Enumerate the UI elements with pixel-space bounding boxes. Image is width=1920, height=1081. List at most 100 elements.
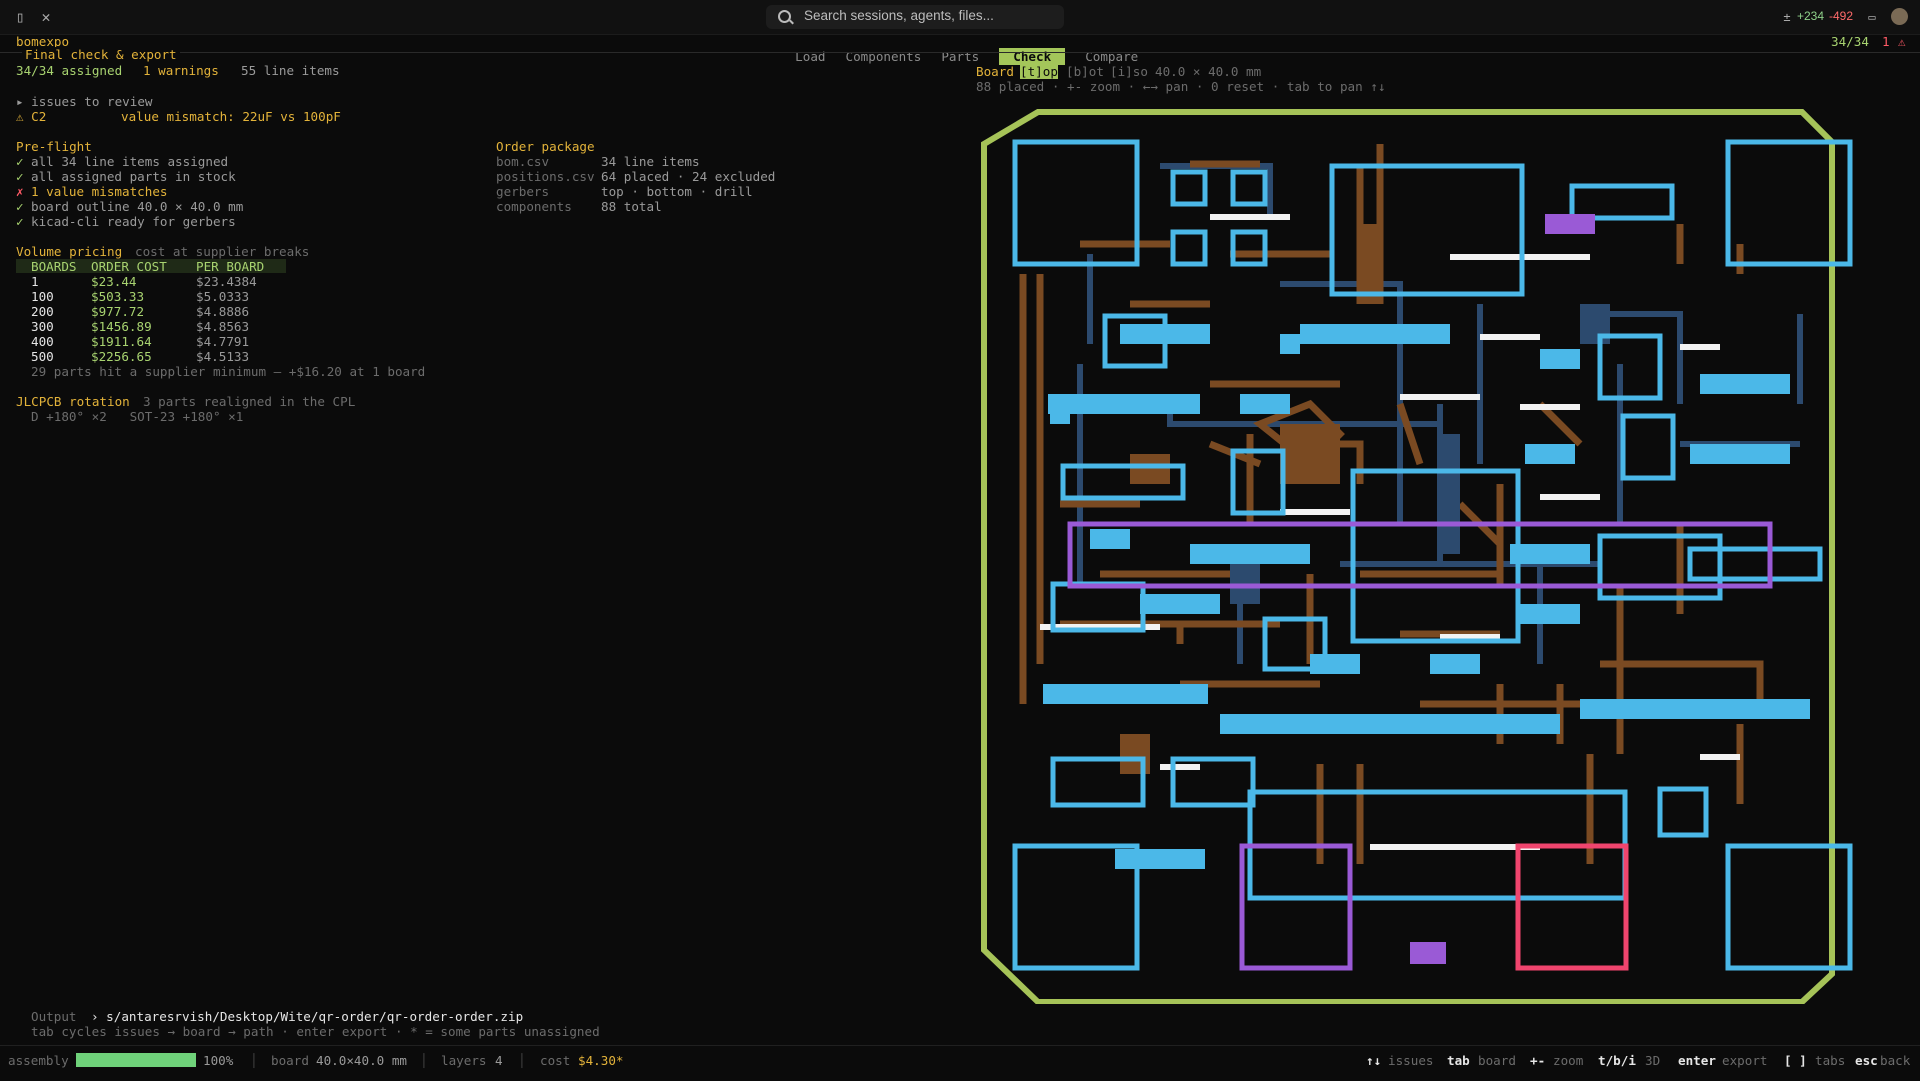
separator: │ [250,1053,258,1068]
pricing-col-per: PER BOARD [196,259,265,274]
selected-components [1067,521,1773,971]
layer-iso-toggle[interactable]: [i]so [1110,64,1148,79]
key-board: tab [1447,1053,1470,1068]
key-zoom-desc: zoom [1553,1053,1584,1068]
pricing-title: Volume pricing [16,244,123,259]
select-markers [1410,214,1595,964]
preflight-item: board outline 40.0 × 40.0 mm [31,199,244,214]
rotation-detail: D +180° ×2 SOT-23 +180° ×1 [31,409,244,424]
pricing-cell: $4.7791 [196,334,250,349]
order-key: components [496,199,572,214]
pricing-col-cost: ORDER COST [91,259,167,274]
issues-header[interactable]: ▸ issues to review [16,94,153,109]
alert-count: 1 [1882,34,1890,49]
board-stat-value: 40.0×40.0 mm [316,1053,407,1068]
key-tabs: [ ] [1784,1053,1807,1068]
key-3d-desc: 3D [1645,1053,1661,1068]
warning-icon: ⚠ [1898,34,1906,49]
check-ok-icon: ✓ [16,214,24,229]
board-size: 40.0 × 40.0 mm [1155,64,1262,79]
board-label: Board [976,64,1014,79]
layers-value: 4 [495,1053,503,1068]
preflight-item: kicad-cli ready for gerbers [31,214,236,229]
rotation-subtitle: 3 parts realigned in the CPL [143,394,356,409]
key-back-desc: back [1880,1053,1911,1068]
status-bar [0,1045,1920,1081]
key-export-desc: export [1722,1053,1768,1068]
cost-label: cost [540,1053,571,1068]
sidebar-toggle-icon[interactable]: ▯ [15,8,25,26]
order-value: 64 placed · 24 excluded [601,169,776,184]
board-stat-label: board [271,1053,309,1068]
key-zoom: +- [1530,1053,1546,1068]
header-divider [0,52,1920,53]
inbox-icon[interactable]: ▭ [1868,10,1876,24]
pricing-cell: 200 [31,304,54,319]
check-ok-icon: ✓ [16,199,24,214]
preflight-item: all 34 line items assigned [31,154,229,169]
order-value: 34 line items [601,154,700,169]
title-bar: ▯ ✕ Search sessions, agents, files... ± … [0,0,1920,35]
tools-icon[interactable]: ✕ [41,8,51,26]
pricing-header-bg [16,259,286,273]
assembly-progress-fill [76,1053,196,1067]
pcb-board-view[interactable] [980,104,1880,1004]
layer-top-toggle[interactable]: [t]op [1020,64,1058,79]
key-back: esc [1855,1053,1878,1068]
cost-value: $4.30* [578,1053,624,1068]
pricing-cell: $4.8886 [196,304,250,319]
pricing-cell: 300 [31,319,54,334]
order-key: gerbers [496,184,550,199]
key-tabs-desc: tabs [1815,1053,1846,1068]
tab-check[interactable]: Check [999,48,1066,65]
output-path-input[interactable]: › s/antaresrvish/Desktop/Wite/qr-order/q… [91,1009,524,1024]
order-key: positions.csv [496,169,595,184]
section-title: Final check & export [22,47,180,62]
diff-additions: +234 [1797,9,1825,23]
warnings-count: 1 warnings [143,63,219,78]
pricing-cell: $23.4384 [196,274,257,289]
search-box[interactable]: Search sessions, agents, files... [766,5,1064,29]
assigned-count: 34/34 assigned [16,63,123,78]
board-outline [981,109,1835,1004]
pricing-cell: 400 [31,334,54,349]
rotation-title: JLCPCB rotation [16,394,130,409]
app-name: bomexpo [16,34,70,49]
issue-message: value mismatch: 22uF vs 100pF [121,109,341,124]
pricing-cell: $977.72 [91,304,145,319]
order-value: 88 total [601,199,662,214]
pricing-cell: 500 [31,349,54,364]
pricing-note: 29 parts hit a supplier minimum — +$16.2… [31,364,426,379]
progress-count: 34/34 [1831,34,1869,49]
check-fail-icon: ✗ [16,184,24,199]
key-export: enter [1678,1053,1716,1068]
board-hint: 88 placed · +- zoom · ←→ pan · 0 reset ·… [976,79,1386,94]
avatar[interactable] [1891,8,1908,25]
order-value: top · bottom · drill [601,184,753,199]
inner-traces [1077,163,1803,664]
layer-bottom-toggle[interactable]: [b]ot [1066,64,1104,79]
search-icon [778,10,791,23]
assembly-label: assembly [8,1053,69,1068]
preflight-title: Pre-flight [16,139,92,154]
branch-icon: ± [1783,10,1791,24]
assembly-progress-track [76,1053,196,1067]
pricing-col-boards: BOARDS [31,259,77,274]
pad-blocks [1043,324,1810,869]
pricing-cell: $1456.89 [91,319,152,334]
key-3d: t/b/i [1598,1053,1636,1068]
key-issues: ↑↓ [1366,1053,1382,1068]
pricing-cell: $23.44 [91,274,137,289]
pricing-cell: 1 [31,274,39,289]
output-hint: tab cycles issues → board → path · enter… [31,1024,600,1039]
pricing-cell: $1911.64 [91,334,152,349]
key-board-desc: board [1478,1053,1516,1068]
check-ok-icon: ✓ [16,154,24,169]
separator: │ [518,1053,526,1068]
line-items-count: 55 line items [241,63,340,78]
separator: │ [420,1053,428,1068]
issue-ref[interactable]: ⚠ C2 [16,109,47,124]
preflight-item: all assigned parts in stock [31,169,236,184]
check-ok-icon: ✓ [16,169,24,184]
